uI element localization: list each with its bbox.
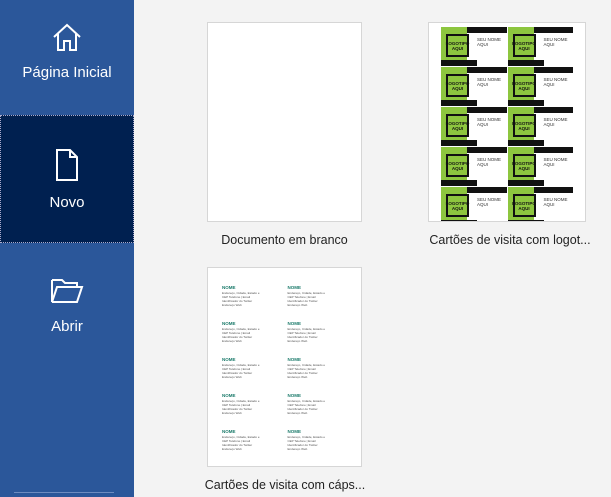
detail-text: Endereço, Cidade, Estado e CEP Telefone … xyxy=(222,363,260,379)
card-grid: LOGOTIPO AQUI SEU NOME AQUI LOGOTIPO AQUI S… xyxy=(441,27,573,221)
name-text: SEU NOME AQUI xyxy=(477,157,502,167)
name-text: NOME xyxy=(287,321,302,326)
business-card: LOGOTIPO AQUI SEU NOME AQUI xyxy=(507,107,573,146)
detail-text: Endereço, Cidade, Estado e CEP Telefone … xyxy=(287,327,326,343)
folder-open-icon xyxy=(51,279,84,303)
template-label: Documento em branco xyxy=(221,233,348,247)
detail-text: Endereço, Cidade, Estado e CEP Telefone … xyxy=(222,327,260,343)
divider xyxy=(14,492,114,493)
name-text: NOME xyxy=(222,429,236,434)
business-card: LOGOTIPO AQUI SEU NOME AQUI xyxy=(441,107,507,146)
name-text: SEU NOME AQUI xyxy=(477,197,502,207)
business-card: LOGOTIPO AQUI SEU NOME AQUI xyxy=(441,27,507,66)
business-card: LOGOTIPO AQUI SEU NOME AQUI xyxy=(441,147,507,186)
business-card: LOGOTIPO AQUI SEU NOME AQUI xyxy=(441,67,507,106)
logo-text: LOGOTIPO AQUI xyxy=(512,34,536,57)
logo-text: LOGOTIPO AQUI xyxy=(446,114,469,137)
name-text: NOME xyxy=(287,429,302,434)
name-text: NOME xyxy=(222,285,236,290)
detail-text: Endereço, Cidade, Estado e CEP Telefone … xyxy=(222,399,260,415)
template-label: Cartões de visita com cáps... xyxy=(204,478,366,492)
sidebar: Página Inicial Novo Abrir xyxy=(0,0,134,497)
sidebar-item-new[interactable]: Novo xyxy=(0,115,134,243)
template-blank-document[interactable] xyxy=(207,22,362,222)
sidebar-item-home[interactable]: Página Inicial xyxy=(0,0,134,128)
business-card: LOGOTIPO AQUI SEU NOME AQUI xyxy=(507,67,573,106)
detail-text: Endereço, Cidade, Estado e CEP Telefone … xyxy=(287,435,326,451)
logo-text: LOGOTIPO AQUI xyxy=(446,34,469,57)
business-card: LOGOTIPO AQUI SEU NOME AQUI xyxy=(507,147,573,186)
business-card: LOGOTIPO AQUI SEU NOME AQUI xyxy=(507,187,573,221)
name-text: NOME xyxy=(287,357,302,362)
name-text: SEU NOME AQUI xyxy=(477,77,502,87)
sidebar-item-label: Novo xyxy=(49,194,85,211)
logo-text: LOGOTIPO AQUI xyxy=(512,154,536,177)
template-label: Cartões de visita com logot... xyxy=(429,233,591,247)
sidebar-item-open[interactable]: Abrir xyxy=(0,250,134,378)
detail-text: Endereço, Cidade, Estado e CEP Telefone … xyxy=(222,291,260,307)
name-text: NOME xyxy=(287,285,302,290)
sidebar-item-label: Página Inicial xyxy=(22,64,112,81)
name-text: SEU NOME AQUI xyxy=(543,77,568,87)
business-card: LOGOTIPO AQUI SEU NOME AQUI xyxy=(507,27,573,66)
name-text: SEU NOME AQUI xyxy=(543,157,568,167)
name-text: SEU NOME AQUI xyxy=(477,37,502,47)
new-document-icon xyxy=(56,149,78,181)
logo-text: LOGOTIPO AQUI xyxy=(512,194,536,217)
detail-text: Endereço, Cidade, Estado e CEP Telefone … xyxy=(287,363,326,379)
sidebar-item-label: Abrir xyxy=(51,318,83,335)
detail-text: Endereço, Cidade, Estado e CEP Telefone … xyxy=(287,399,326,415)
name-text: NOME xyxy=(222,321,236,326)
name-text: SEU NOME AQUI xyxy=(543,197,568,207)
name-text: SEU NOME AQUI xyxy=(477,117,502,127)
home-icon xyxy=(53,23,81,51)
name-text: NOME xyxy=(287,393,302,398)
name-text: NOME xyxy=(222,393,236,398)
detail-text: Endereço, Cidade, Estado e CEP Telefone … xyxy=(287,291,326,307)
name-text: SEU NOME AQUI xyxy=(543,117,568,127)
logo-text: LOGOTIPO AQUI xyxy=(512,114,536,137)
logo-text: LOGOTIPO AQUI xyxy=(446,194,469,217)
detail-text: Endereço, Cidade, Estado e CEP Telefone … xyxy=(222,435,260,451)
logo-text: LOGOTIPO AQUI xyxy=(512,74,536,97)
logo-text: LOGOTIPO AQUI xyxy=(446,74,469,97)
business-card: LOGOTIPO AQUI SEU NOME AQUI xyxy=(441,187,507,221)
logo-text: LOGOTIPO AQUI xyxy=(446,154,469,177)
name-text: NOME xyxy=(222,357,236,362)
name-text: SEU NOME AQUI xyxy=(543,37,568,47)
template-logo-business-cards[interactable]: LOGOTIPO AQUI SEU NOME AQUI LOGOTIPO AQUI S… xyxy=(428,22,586,222)
